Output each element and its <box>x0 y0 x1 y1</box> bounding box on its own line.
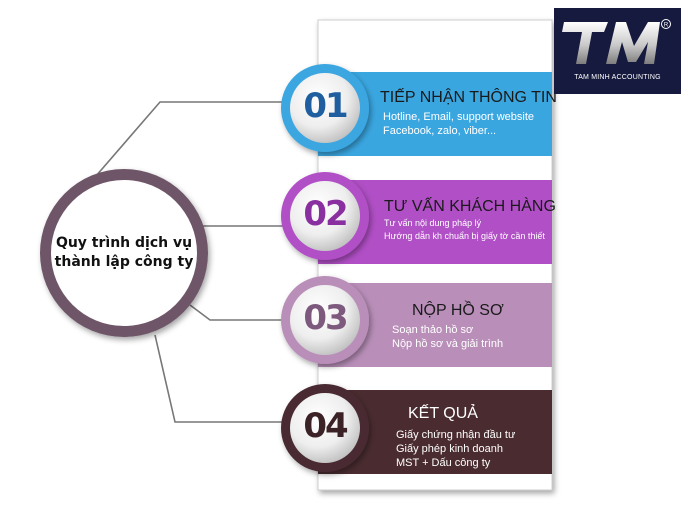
step-04-circle <box>281 384 369 472</box>
step-02-circle <box>281 172 369 260</box>
connector-01 <box>69 101 292 207</box>
logo-tm-mark: R <box>562 19 671 64</box>
connector-03 <box>189 304 292 321</box>
center-title-line-2: thành lập công ty <box>54 254 194 270</box>
step-01-circle <box>281 64 369 152</box>
step-03-line-2: Nộp hồ sơ và giải trình <box>392 338 504 350</box>
connectors <box>69 101 292 423</box>
step-04-line-3: MST + Dấu công ty <box>396 457 491 469</box>
step-01-number: 01 <box>303 86 348 126</box>
center-title: Quy trình dịch vụ thành lập công ty <box>44 234 204 272</box>
step-01-line-2: Facebook, zalo, viber... <box>383 125 497 137</box>
step-04-number: 04 <box>303 406 348 446</box>
step-02-line-2: Hướng dẫn kh chuẩn bị giấy tờ cần thiết <box>384 231 545 241</box>
center-title-line-1: Quy trình dịch vụ <box>55 235 193 251</box>
step-04-line-1: Giấy chứng nhận đầu tư <box>396 429 516 441</box>
step-01-line-1: Hotline, Email, support website <box>383 111 535 123</box>
step-03-title: NỘP HỒ SƠ <box>412 302 504 319</box>
logo-brand-text: TAM MINH ACCOUNTING <box>574 74 661 81</box>
step-02-line-1: Tư vấn nội dung pháp lý <box>384 218 482 228</box>
step-03-number: 03 <box>303 298 348 338</box>
step-03-line-1: Soạn thảo hồ sơ <box>392 324 474 336</box>
center-node <box>40 169 208 337</box>
step-02-title: TƯ VẤN KHÁCH HÀNG <box>384 198 556 215</box>
connector-04 <box>154 334 292 423</box>
step-04-line-2: Giấy phép kinh doanh <box>396 443 504 455</box>
step-03-circle <box>281 276 369 364</box>
step-01-title: TIẾP NHẬN THÔNG TIN <box>380 89 557 106</box>
step-04-title: KẾT QUẢ <box>408 405 478 422</box>
svg-text:R: R <box>664 23 669 29</box>
company-logo: R TAM MINH ACCOUNTING <box>554 8 681 94</box>
step-02-number: 02 <box>303 194 348 234</box>
